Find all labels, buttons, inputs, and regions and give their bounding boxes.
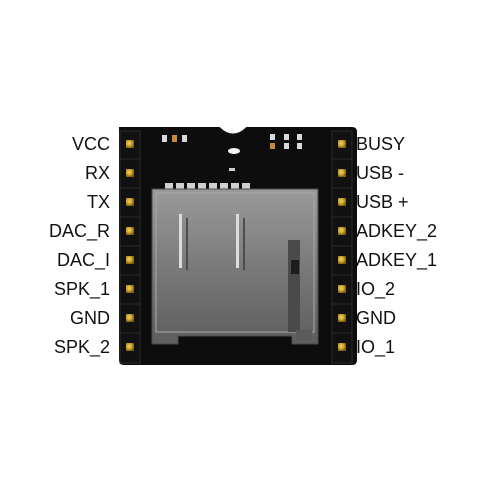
pin-usb-plus [338,198,346,206]
top-components [162,134,302,149]
right-pin-label-usb-plus: USB + [356,192,409,212]
board-marker [229,168,235,171]
right-pin-label-io-1: IO_1 [356,337,396,357]
right-pin-label-adkey-2: ADKEY_2 [356,221,438,241]
pin-io-2 [338,285,346,293]
left-pin-label-vcc: VCC [71,134,110,154]
right-pin-label-adkey-1: ADKEY_1 [356,250,438,270]
pin-busy [338,140,346,148]
left-pin-label-spk-1: SPK_1 [53,279,110,299]
right-pin-label-busy: BUSY [356,134,406,154]
right-pin-header [331,130,353,364]
pin-rx [126,169,134,177]
card-contacts [165,183,250,190]
left-pin-label-dac-r: DAC_R [48,221,110,241]
left-pin-label-gnd: GND [70,308,110,328]
pin-io-1 [338,343,346,351]
right-pin-label-io-2: IO_2 [356,279,396,299]
pin-dac-i [126,256,134,264]
pin-adkey-1 [338,256,346,264]
left-pin-label-tx: TX [86,192,110,212]
led-indicator [228,148,240,154]
pin-gnd-left [126,314,134,322]
pin-tx [126,198,134,206]
pin-spk-2 [126,343,134,351]
right-pins [338,140,346,351]
left-pin-label-rx: RX [84,163,110,183]
pin-spk-1 [126,285,134,293]
pin-adkey-2 [338,227,346,235]
right-pin-label-gnd: GND [356,308,396,328]
left-pins [126,140,134,351]
left-pin-label-dac-i: DAC_I [56,250,110,270]
pin-usb-minus [338,169,346,177]
pin-vcc [126,140,134,148]
pin-gnd-right [338,314,346,322]
left-pin-header [119,130,141,364]
pin-dac-r [126,227,134,235]
micro-sd-slot [151,188,319,345]
board-notch [218,126,248,135]
right-pin-label-usb-minus: USB - [356,163,405,183]
left-pin-label-spk-2: SPK_2 [53,337,110,357]
